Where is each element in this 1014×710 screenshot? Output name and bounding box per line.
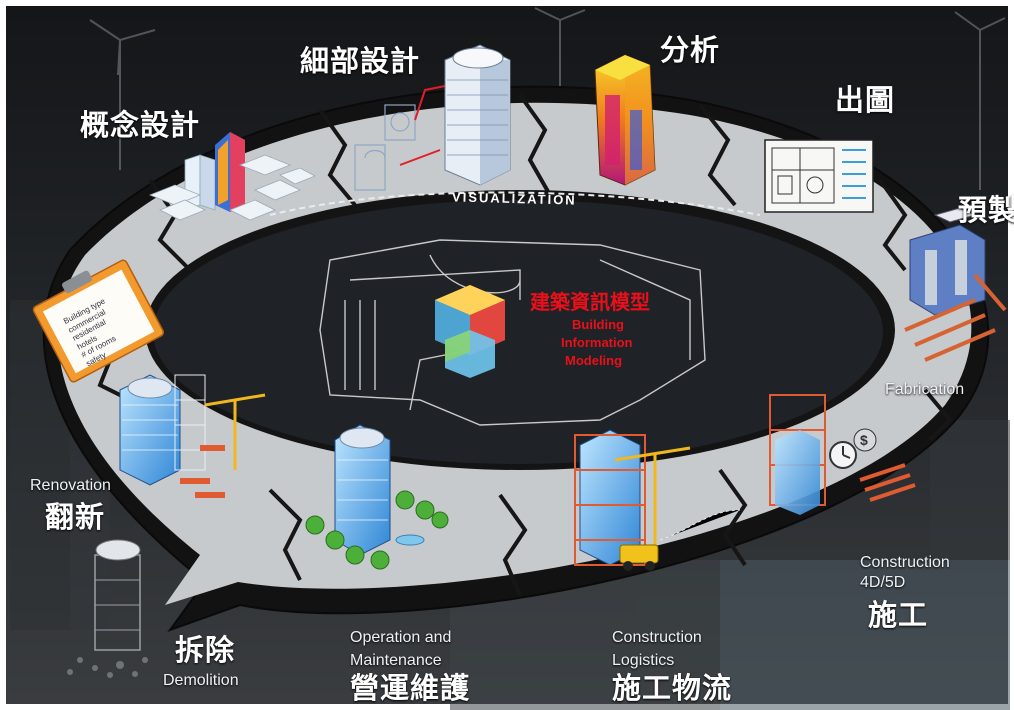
demolition-ruin	[67, 539, 148, 678]
visualization-ring-label: VISUALIZATION	[451, 189, 577, 208]
renovation-label: 翻新	[45, 500, 106, 534]
operation-en-line2: Maintenance	[350, 652, 442, 669]
fabrication-label: Fabrication	[885, 381, 965, 398]
analysis-tower	[594, 54, 656, 186]
lifecycle-ring	[42, 85, 990, 633]
prefab-label: 預製	[958, 193, 1014, 227]
clipboard-illustration	[32, 259, 165, 383]
analysis-label: 分析	[660, 33, 721, 67]
demolition-en-label: Demolition	[163, 672, 239, 689]
bim-cube-logo	[435, 285, 505, 378]
bim-line-modeling: Modeling	[565, 353, 623, 368]
prefab-machine	[904, 207, 1007, 362]
operation-tower	[305, 424, 449, 570]
bim-title-chinese: 建築資訊模型	[530, 290, 650, 314]
construction-tower: $	[769, 394, 916, 515]
construction-en-line1: Construction	[860, 554, 950, 571]
logistics-tower	[574, 429, 741, 571]
detailed-design-tower	[354, 44, 511, 191]
logistics-label: 施工物流	[612, 671, 733, 705]
operation-label: 營運維護	[350, 671, 471, 705]
operation-en-line1: Operation and	[350, 629, 452, 646]
drawings-label: 出圖	[835, 83, 896, 117]
demolition-label: 拆除	[175, 633, 236, 667]
concept-massing	[148, 132, 316, 221]
bim-line-information: Information	[561, 335, 633, 350]
drawing-sheet	[764, 139, 874, 213]
logistics-en-line2: Logistics	[612, 652, 675, 669]
concept-design-label: 概念設計	[80, 108, 201, 142]
construction-label: 施工	[868, 598, 929, 632]
logistics-en-line1: Construction	[612, 629, 702, 646]
bim-line-building: Building	[572, 317, 624, 332]
detailed-design-label: 細部設計	[300, 44, 421, 78]
svg-text:$: $	[860, 432, 868, 448]
renovation-tower	[119, 374, 266, 498]
construction-en-line2: 4D/5D	[860, 574, 906, 591]
renovation-en-label: Renovation	[30, 477, 111, 494]
